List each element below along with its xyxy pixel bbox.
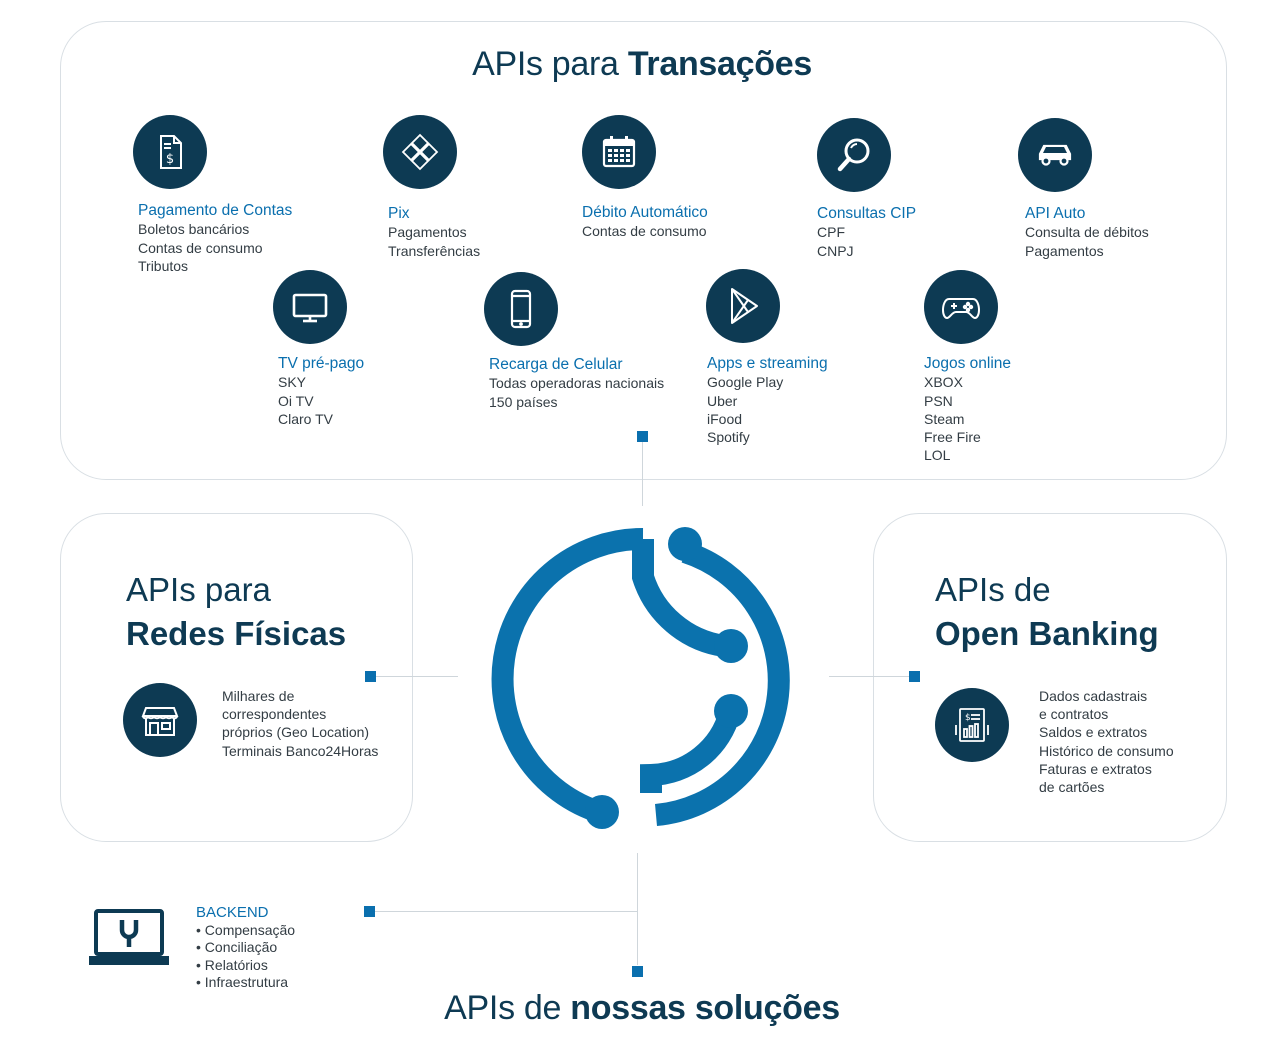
pix-icon	[383, 115, 457, 189]
physical-networks-title: APIs para Redes Físicas	[126, 571, 347, 652]
open-banking-title: APIs de Open Banking	[935, 571, 1159, 652]
connector-line-backend	[375, 911, 637, 912]
item-api-auto: API Auto Consulta de débitos Pagamentos	[1025, 205, 1149, 259]
item-jogos-online: Jogos online XBOX PSN Steam Free Fire LO…	[924, 355, 1012, 464]
car-icon	[1018, 118, 1092, 192]
bill-icon: $	[133, 115, 207, 189]
connector-line-left	[376, 676, 458, 677]
connector-line-right	[829, 676, 909, 677]
transactions-panel	[60, 21, 1227, 480]
calendar-icon	[582, 115, 656, 189]
open-banking-panel	[873, 513, 1227, 842]
solutions-title: APIs de nossas soluções	[444, 989, 840, 1027]
item-recarga-celular: Recarga de Celular Todas operadoras naci…	[489, 356, 665, 410]
item-apps-streaming: Apps e streaming Google Play Uber iFood …	[707, 355, 828, 446]
magnifier-icon	[817, 118, 891, 192]
item-pix: Pix Pagamentos Transferências	[388, 205, 481, 259]
connector-marker-left	[365, 671, 376, 682]
connector-marker-right	[909, 671, 920, 682]
storefront-icon	[123, 683, 197, 757]
connector-line-top	[642, 442, 643, 506]
svg-text:$: $	[166, 152, 174, 167]
laptop-wrench-icon	[89, 909, 169, 965]
statement-icon: $	[935, 688, 1009, 762]
connector-marker-backend	[364, 906, 375, 917]
gamepad-icon	[924, 270, 998, 344]
backend-block: BACKEND • Compensação • Conciliação • Re…	[196, 904, 296, 991]
physical-networks-panel	[60, 513, 413, 842]
transactions-title: APIs para Transações	[472, 45, 812, 83]
tv-icon	[273, 270, 347, 344]
item-tv-pre-pago: TV pré-pago SKY Oi TV Claro TV	[278, 355, 365, 427]
connector-marker-bottom	[632, 966, 643, 977]
connector-line-bottom	[637, 853, 638, 965]
item-debito-automatico: Débito Automático Contas de consumo	[582, 204, 708, 240]
play-store-icon	[706, 269, 780, 343]
physical-networks-description: Milhares de correspondentes próprios (Ge…	[222, 688, 379, 759]
smartphone-icon	[484, 272, 558, 346]
connector-marker-top	[637, 431, 648, 442]
item-consultas-cip: Consultas CIP CPF CNPJ	[817, 205, 917, 259]
svg-text:$: $	[965, 713, 971, 723]
open-banking-description: Dados cadastrais e contratos Saldos e ex…	[1039, 688, 1174, 796]
item-pagamento-contas: Pagamento de Contas Boletos bancários Co…	[138, 202, 293, 274]
company-logo	[491, 527, 790, 829]
